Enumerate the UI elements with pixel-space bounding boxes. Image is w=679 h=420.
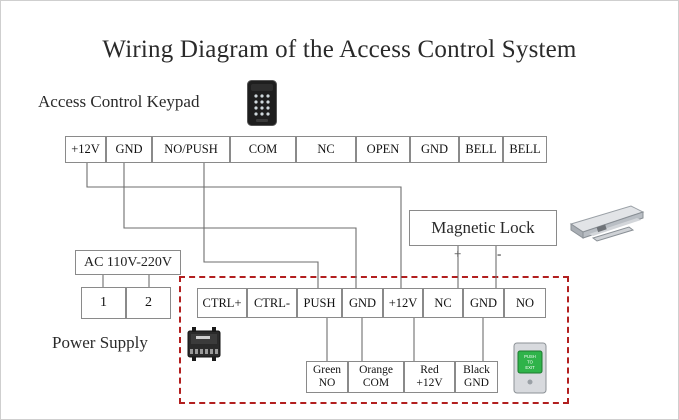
exit-wire-terminal: +12V (416, 377, 443, 389)
exit-button-face-text-1: PUSH (524, 354, 536, 359)
exit-terminal-green-no: Green NO (306, 361, 348, 393)
magnetic-lock-label: Magnetic Lock (431, 218, 535, 237)
ps-terminal-ctrl-plus: CTRL+ (197, 288, 247, 318)
ps-terminal-no: NO (504, 288, 546, 318)
exit-terminal-red-12v: Red +12V (404, 361, 455, 393)
keypad-image (247, 80, 277, 131)
exit-wire-color: Red (420, 364, 439, 376)
diagram-title: Wiring Diagram of the Access Control Sys… (102, 36, 577, 63)
magnetic-lock-image (567, 200, 647, 251)
exit-button-image: PUSH TO EXIT (513, 342, 547, 399)
exit-terminal-orange-com: Orange COM (348, 361, 404, 393)
ps-terminal-nc: NC (423, 288, 463, 318)
magnetic-lock-box: Magnetic Lock (409, 210, 557, 246)
wire-keypad-12v-to-ps-12v (86, 163, 402, 288)
keypad-terminal-com: COM (230, 136, 296, 163)
exit-wire-terminal: NO (318, 377, 336, 389)
power-supply-label: Power Supply (52, 333, 148, 352)
exit-button-face-text-3: EXIT (525, 365, 535, 370)
wire-keypad-push-to-ps-push (203, 163, 319, 288)
keypad-label: Access Control Keypad (38, 92, 200, 111)
keypad-terminal-bell-2: BELL (503, 136, 547, 163)
power-supply-dashed-border (179, 276, 569, 404)
ps-terminal-12v: +12V (383, 288, 423, 318)
exit-wire-color: Orange (359, 364, 393, 376)
keypad-terminal-bell-1: BELL (459, 136, 503, 163)
power-supply-image (186, 325, 222, 368)
exit-wire-terminal: COM (362, 377, 390, 389)
wire-keypad-gnd-to-ps-gnd (123, 163, 357, 288)
keypad-terminal-nc: NC (296, 136, 356, 163)
exit-wire-terminal: GND (464, 377, 489, 389)
lock-minus-label: - (497, 246, 502, 261)
ps-terminal-push: PUSH (297, 288, 342, 318)
exit-wire-color: Black (463, 364, 490, 376)
keypad-terminal-no-push: NO/PUSH (152, 136, 230, 163)
keypad-terminal-12v: +12V (65, 136, 106, 163)
ac-input-label-box: AC 110V-220V (75, 250, 181, 275)
exit-terminal-black-gnd: Black GND (455, 361, 498, 393)
ps-terminal-gnd: GND (342, 288, 383, 318)
exit-wire-color: Green (312, 364, 342, 376)
exit-button-face-text-2: TO (527, 360, 533, 365)
ac-terminal-1: 1 (81, 287, 126, 319)
keypad-terminal-gnd: GND (106, 136, 152, 163)
keypad-terminal-gnd-2: GND (410, 136, 459, 163)
ac-input-label: AC 110V-220V (83, 254, 173, 270)
ac-terminal-2: 2 (126, 287, 171, 319)
ps-terminal-gnd-2: GND (463, 288, 504, 318)
ps-terminal-ctrl-minus: CTRL- (247, 288, 297, 318)
keypad-terminal-open: OPEN (356, 136, 410, 163)
